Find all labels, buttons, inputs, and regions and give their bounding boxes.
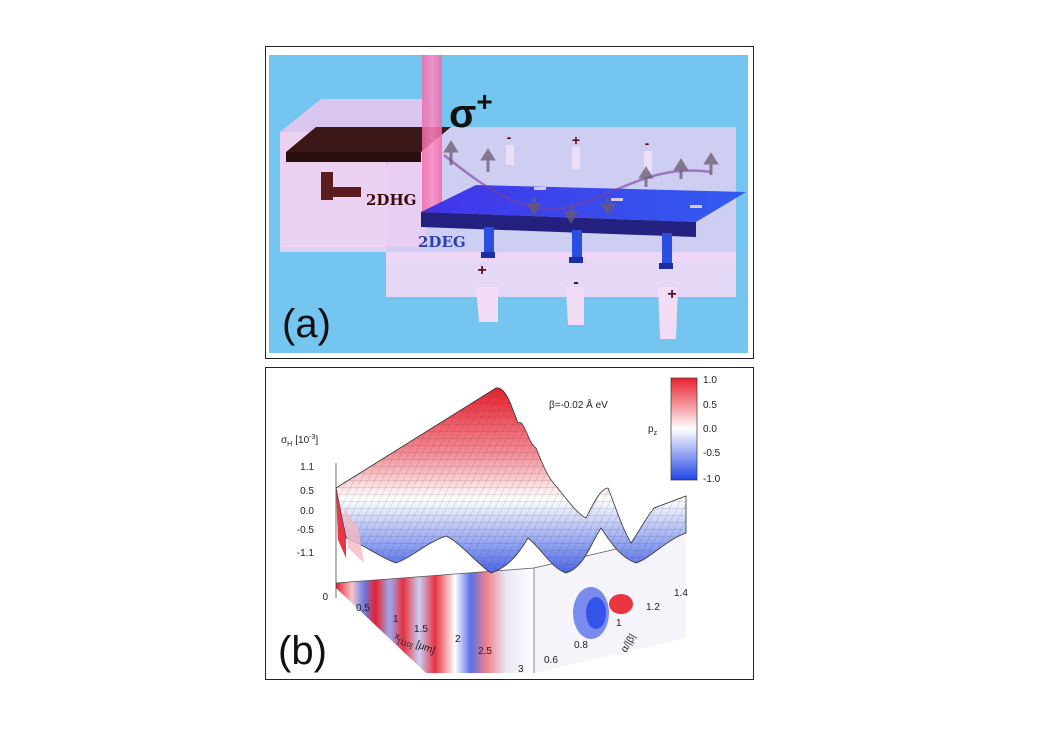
sigma-label: σ+ <box>449 86 493 136</box>
cb-tick-2: 0.5 <box>703 400 717 411</box>
beta-annotation: β=-0.02 Å eV <box>549 398 608 411</box>
y-tick-5: 1.4 <box>674 588 688 599</box>
laser-beam <box>422 55 442 225</box>
surface-plot: σH[10-3] 1.1 0.5 0.0 -0.5 -1.1 0 β=-0.02… <box>278 375 721 675</box>
sign-bottom-3: + <box>667 286 676 303</box>
y-tick-1: 0.6 <box>544 655 558 666</box>
z-axis-label: σH[10-3] <box>281 434 318 448</box>
device-schematic: - + - + - + 2DHG 2DEG σ+ (a) <box>269 55 748 353</box>
panel-b: σH[10-3] 1.1 0.5 0.0 -0.5 -1.1 0 β=-0.02… <box>265 367 754 680</box>
y-tick-2: 0.8 <box>574 640 588 651</box>
contact-1 <box>484 227 494 257</box>
electron-gas-label: 2DEG <box>418 233 466 251</box>
y-tick-4: 1.2 <box>646 602 660 613</box>
cb-tick-1: 1.0 <box>703 375 717 386</box>
z-tick-1: 1.1 <box>300 462 314 473</box>
hole-gas-plate <box>286 127 451 152</box>
sign-top-1: - <box>507 129 512 145</box>
y-tick-3: 1 <box>616 618 622 629</box>
x-tick-2: 1 <box>393 614 399 625</box>
spin-arrows <box>443 140 719 224</box>
cb-tick-4: -0.5 <box>703 448 721 459</box>
contact-3 <box>662 233 672 267</box>
z-tick-5: -1.1 <box>297 548 315 559</box>
panel-a: - + - + - + 2DHG 2DEG σ+ (a) <box>265 46 754 359</box>
x-tick-3: 1.5 <box>414 624 428 635</box>
leg-2 <box>566 287 584 325</box>
contact-2 <box>572 230 582 262</box>
z-tick-4: -0.5 <box>297 525 315 536</box>
leg-1 <box>476 287 498 322</box>
panel-a-label: (a) <box>282 302 331 346</box>
x-tick-1: 0.5 <box>356 603 370 614</box>
sign-top-2: + <box>572 132 580 148</box>
x-tick-6: 3 <box>518 664 524 675</box>
leg-3 <box>658 287 678 339</box>
sign-bottom-2: - <box>573 274 578 291</box>
sign-top-3: - <box>645 135 650 151</box>
cb-tick-5: -1.0 <box>703 474 721 485</box>
cb-tick-3: 0.0 <box>703 424 717 435</box>
spin-wave <box>443 154 712 211</box>
x-tick-5: 2.5 <box>478 646 492 657</box>
floor-projection <box>336 568 534 673</box>
x-tick-4: 2 <box>455 634 461 645</box>
z-tick-2: 0.5 <box>300 486 314 497</box>
colorbar-label: pz <box>648 424 658 437</box>
hole-dashes <box>458 183 702 208</box>
floor-zero-label: 0 <box>322 592 328 603</box>
colorbar <box>670 377 698 481</box>
sign-bottom-1: + <box>477 262 486 279</box>
panel-b-label: (b) <box>278 629 327 673</box>
hole-gas-label: 2DHG <box>366 191 416 209</box>
z-tick-3: 0.0 <box>300 506 314 517</box>
